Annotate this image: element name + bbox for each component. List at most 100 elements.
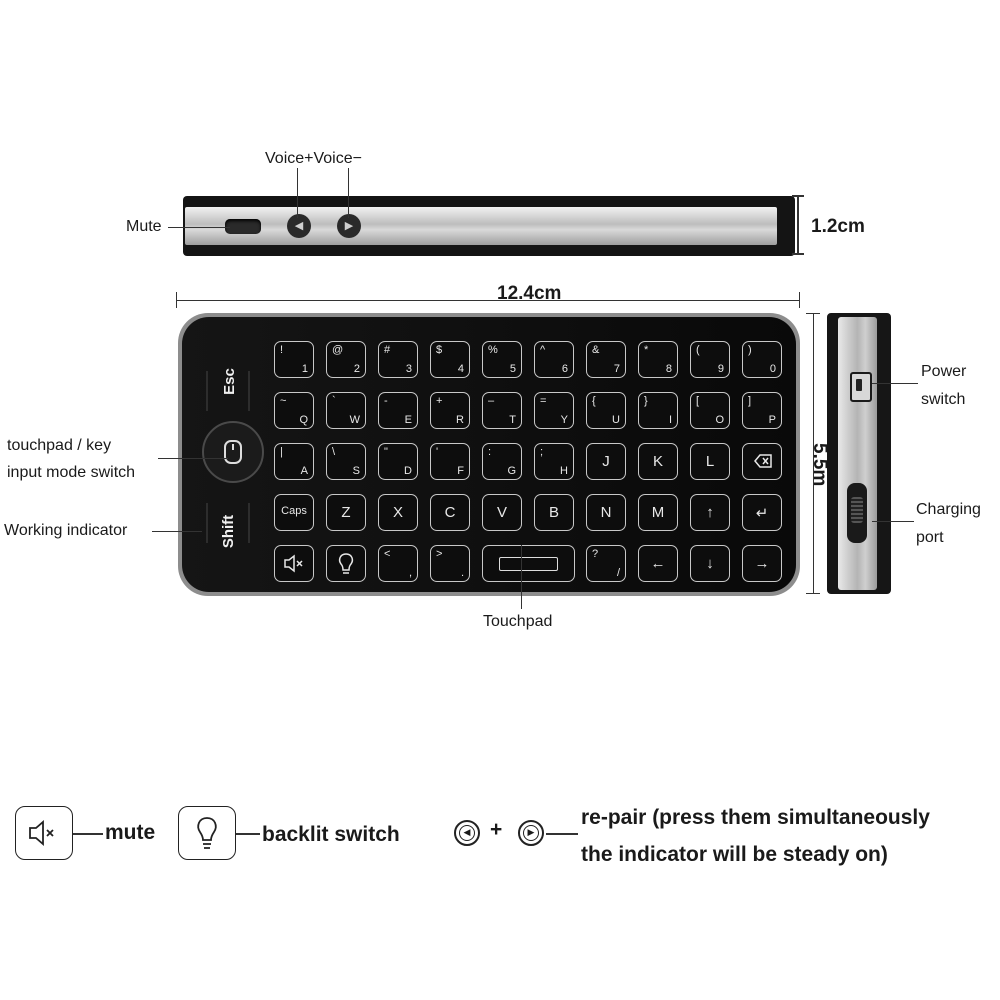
top-side-view: ◀ ▶ — [183, 196, 795, 256]
key-7: &7 — [586, 341, 626, 378]
mute-leader — [168, 227, 230, 228]
mute-label: Mute — [126, 218, 162, 235]
key-y: =Y — [534, 392, 574, 429]
key-v: V — [482, 494, 522, 531]
key-w: `W — [326, 392, 366, 429]
depth-dimension-line — [813, 313, 814, 594]
light-bulb-icon — [197, 817, 217, 849]
keyboard-left-panel: Esc Shift — [182, 317, 272, 592]
right-side-view — [827, 313, 891, 594]
volume-down-button: ▶ — [337, 214, 361, 238]
legend-repair-line1: re-pair (press them simultaneously — [581, 806, 930, 829]
key-a: |A — [274, 443, 314, 480]
power-switch-label-line1: Power — [921, 363, 967, 380]
height-dimension-cap-top — [792, 195, 804, 197]
height-dimension: 1.2cm — [811, 216, 865, 237]
key-k: K — [638, 443, 678, 480]
mouse-icon — [224, 440, 242, 464]
key-arrow-left: ← — [638, 545, 678, 582]
key-period: >. — [430, 545, 470, 582]
keyboard-face: Esc Shift !1 @2 #3 $4 %5 ^6 &7 *8 (9 )0 … — [182, 317, 796, 592]
touchpad-mode-label-line1: touchpad / key — [7, 437, 112, 454]
key-b: B — [534, 494, 574, 531]
shift-divider-right — [248, 503, 250, 543]
key-arrow-down: ↓ — [690, 545, 730, 582]
working-indicator-label: Working indicator — [4, 522, 128, 539]
key-g: :G — [482, 443, 522, 480]
key-enter: ↵ — [742, 494, 782, 531]
key-d: "D — [378, 443, 418, 480]
right-side-silver-band — [838, 317, 877, 590]
touchpad-mode-switch-button — [202, 421, 264, 483]
light-bulb-icon — [338, 553, 354, 574]
depth-dimension-cap-top — [806, 313, 820, 314]
touchpad-mode-leader — [158, 458, 228, 459]
width-dimension-line — [176, 300, 800, 301]
legend-mute-leader — [73, 833, 103, 835]
working-indicator-leader — [152, 531, 202, 532]
voice-up-leader — [297, 168, 298, 218]
key-arrow-right: → — [742, 545, 782, 582]
charging-port-leader — [872, 521, 914, 522]
key-0: )0 — [742, 341, 782, 378]
keyboard-front-view: Esc Shift !1 @2 #3 $4 %5 ^6 &7 *8 (9 )0 … — [178, 313, 800, 596]
key-h: ;H — [534, 443, 574, 480]
key-i: }I — [638, 392, 678, 429]
voice-label: Voice+Voice− — [265, 150, 362, 167]
volume-up-button: ◀ — [287, 214, 311, 238]
key-x: X — [378, 494, 418, 531]
voice-down-leader — [348, 168, 349, 218]
key-4: $4 — [430, 341, 470, 378]
legend-repair-leader — [546, 833, 578, 835]
legend-repair-line2: the indicator will be steady on) — [581, 843, 888, 866]
width-dimension-cap-left — [176, 292, 177, 308]
key-9: (9 — [690, 341, 730, 378]
key-c: C — [430, 494, 470, 531]
key-z: Z — [326, 494, 366, 531]
power-switch-label-line2: switch — [921, 391, 966, 408]
height-dimension-line — [797, 195, 799, 255]
touchpad-surface — [499, 557, 558, 571]
touchpad-label: Touchpad — [483, 613, 553, 630]
key-l: L — [690, 443, 730, 480]
power-switch-leader — [872, 383, 918, 384]
key-q: ~Q — [274, 392, 314, 429]
key-6: ^6 — [534, 341, 574, 378]
key-8: *8 — [638, 341, 678, 378]
esc-divider-right — [248, 371, 250, 411]
legend-backlit-leader — [236, 833, 260, 835]
speaker-mute-icon — [29, 820, 54, 846]
top-side-silver-band — [185, 207, 777, 245]
mute-slider — [225, 219, 261, 234]
key-1: !1 — [274, 341, 314, 378]
key-n: N — [586, 494, 626, 531]
key-mute — [274, 545, 314, 582]
key-r: +R — [430, 392, 470, 429]
legend-mute-text: mute — [105, 821, 156, 844]
esc-divider-left — [206, 371, 208, 411]
key-t: –T — [482, 392, 522, 429]
legend-plus: + — [490, 818, 503, 841]
key-backlight — [326, 545, 366, 582]
usb-port-icon — [850, 372, 872, 402]
key-m: M — [638, 494, 678, 531]
key-u: {U — [586, 392, 626, 429]
shift-key-label: Shift — [220, 514, 238, 549]
key-f: 'F — [430, 443, 470, 480]
volume-down-circle-icon: ▶ — [518, 820, 544, 846]
width-dimension-cap-right — [799, 292, 800, 308]
key-arrow-up: ↑ — [690, 494, 730, 531]
height-dimension-cap-bottom — [792, 253, 804, 255]
esc-key-label: Esc — [220, 368, 238, 395]
key-touchpad — [482, 545, 575, 582]
key-e: -E — [378, 392, 418, 429]
key-j: J — [586, 443, 626, 480]
shift-divider-left — [206, 503, 208, 543]
key-slash: ?/ — [586, 545, 626, 582]
key-p: ]P — [742, 392, 782, 429]
key-o: [O — [690, 392, 730, 429]
backspace-icon — [754, 454, 772, 468]
key-comma: <, — [378, 545, 418, 582]
legend-backlit-key — [178, 806, 236, 860]
key-s: \S — [326, 443, 366, 480]
